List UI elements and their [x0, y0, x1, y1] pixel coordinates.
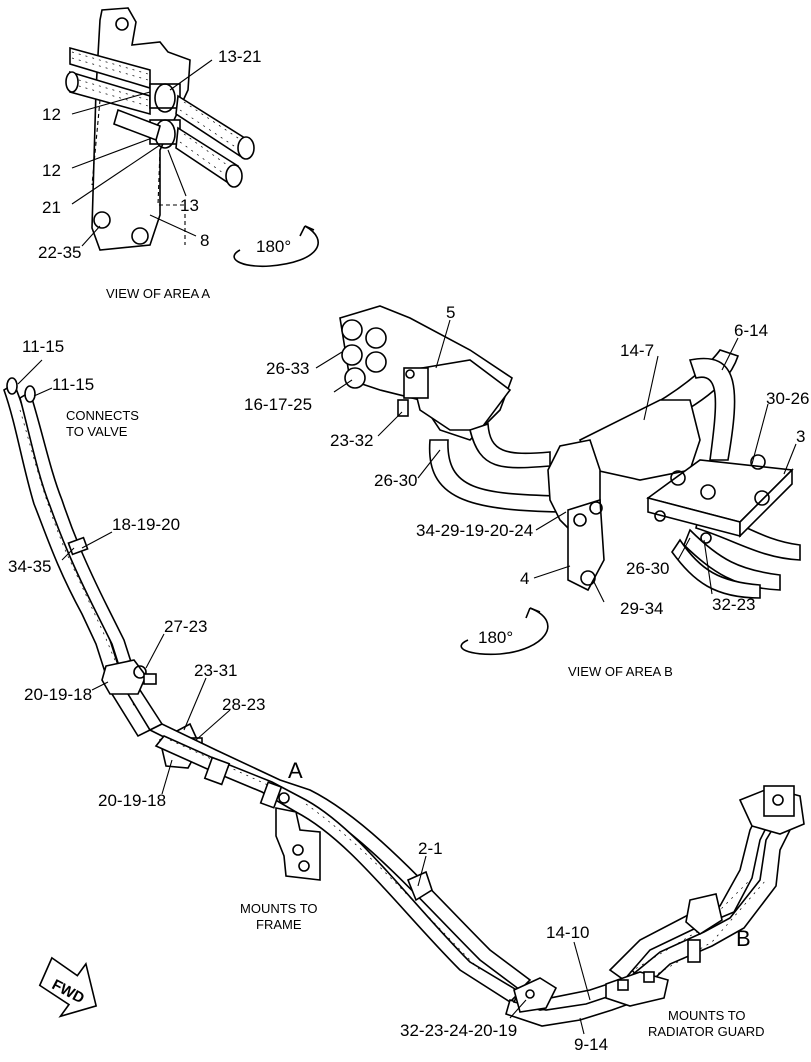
area-b-label-5: 5	[446, 303, 455, 322]
area-b-label-26-30-left: 26-30	[374, 471, 417, 490]
main-label-18-19-20: 18-19-20	[112, 515, 180, 534]
view-area-b-caption: VIEW OF AREA B	[568, 664, 673, 679]
area-a-label-12-top: 12	[42, 105, 61, 124]
main-label-11-15-top: 11-15	[22, 337, 64, 356]
area-b-rotation-label: 180°	[478, 628, 513, 647]
fwd-label: FWD	[49, 976, 87, 1007]
main-label-11-15-second: 11-15	[52, 375, 94, 394]
area-b-label-3: 3	[796, 427, 805, 446]
main-label-20-19-18-top: 20-19-18	[24, 685, 92, 704]
area-b-label-23-32: 23-32	[330, 431, 373, 450]
area-a-leaders	[71, 59, 213, 247]
frame-mount-bracket	[275, 807, 321, 881]
area-b-label-16-17-25: 16-17-25	[244, 395, 312, 414]
area-b-leaders	[315, 319, 797, 603]
area-b-label-6-14: 6-14	[734, 321, 768, 340]
area-a-bracket-plate	[91, 7, 191, 251]
area-a-bolt-2	[131, 227, 149, 245]
main-label-2-1: 2-1	[418, 839, 443, 858]
area-a-label-8: 8	[200, 231, 209, 250]
area-a-upper-hoses	[65, 46, 151, 116]
fwd-direction-arrow-icon: FWD	[38, 956, 98, 1018]
main-leaders	[17, 359, 591, 1035]
area-b-label-32-23: 32-23	[712, 595, 755, 614]
area-b-valve-block	[339, 305, 513, 441]
area-a-marker: A	[288, 758, 303, 783]
area-a-bolt-1	[93, 211, 111, 229]
area-a-lower-hoses	[113, 94, 255, 188]
main-hose-clamp-2-1	[406, 870, 433, 902]
main-hose-lower-section	[148, 723, 532, 1004]
area-a-rotation-label: 180°	[256, 237, 291, 256]
area-a-label-13: 13	[180, 196, 199, 215]
area-b-label-29-34: 29-34	[620, 599, 663, 618]
main-label-27-23: 27-23	[164, 617, 207, 636]
area-b-marker: B	[736, 926, 751, 951]
main-label-20-19-18-bottom: 20-19-18	[98, 791, 166, 810]
connects-to-valve-line1: CONNECTS	[66, 408, 139, 423]
area-b-label-34-29-19-20-24: 34-29-19-20-24	[416, 521, 533, 540]
area-b-label-30-26: 30-26	[766, 389, 809, 408]
main-label-9-14: 9-14	[574, 1035, 608, 1054]
view-area-a-caption: VIEW OF AREA A	[106, 286, 210, 301]
area-a-bracket-dash	[91, 99, 186, 245]
connects-to-valve-line2: TO VALVE	[66, 424, 128, 439]
main-label-34-35: 34-35	[8, 557, 51, 576]
area-b-label-14-7: 14-7	[620, 341, 654, 360]
area-b-label-4: 4	[520, 569, 529, 588]
view-area-b-detail: 5 26-33 16-17-25 23-32 26-30 14-7 6-14 3…	[244, 303, 809, 679]
main-label-23-31: 23-31	[194, 661, 237, 680]
main-hose-radiator-section	[505, 785, 805, 1027]
main-label-28-23: 28-23	[222, 695, 265, 714]
mounts-to-frame-line2: FRAME	[256, 917, 302, 932]
area-b-label-26-30-right: 26-30	[626, 559, 669, 578]
area-a-label-22-35: 22-35	[38, 243, 81, 262]
area-b-label-26-33: 26-33	[266, 359, 309, 378]
main-hose-routing: FWD 11-15 11-15 CONNECTS TO VALVE 18-19-…	[3, 337, 805, 1054]
area-b-rotation-arrow-icon	[460, 607, 549, 656]
mounts-to-radiator-line2: RADIATOR GUARD	[648, 1024, 765, 1039]
area-b-clamp-bracket	[547, 439, 605, 592]
area-b-hose-loops	[428, 349, 801, 599]
area-b-flange-plate	[646, 454, 794, 544]
area-a-rotation-arrow-icon	[233, 225, 319, 268]
main-label-14-10: 14-10	[546, 923, 589, 942]
area-a-label-12-mid: 12	[42, 161, 61, 180]
area-a-label-21: 21	[42, 198, 61, 217]
area-a-bracket-hole	[115, 17, 129, 31]
mounts-to-frame-line1: MOUNTS TO	[240, 901, 318, 916]
view-area-a-detail: 13-21 12 12 21 13 8 22-35 180° VIEW OF A…	[38, 7, 319, 301]
main-label-32-23-24-20-19: 32-23-24-20-19	[400, 1021, 517, 1040]
area-a-label-13-21: 13-21	[218, 47, 261, 66]
mounts-to-radiator-line1: MOUNTS TO	[668, 1008, 746, 1023]
main-hose-clamp-upper	[101, 659, 157, 695]
